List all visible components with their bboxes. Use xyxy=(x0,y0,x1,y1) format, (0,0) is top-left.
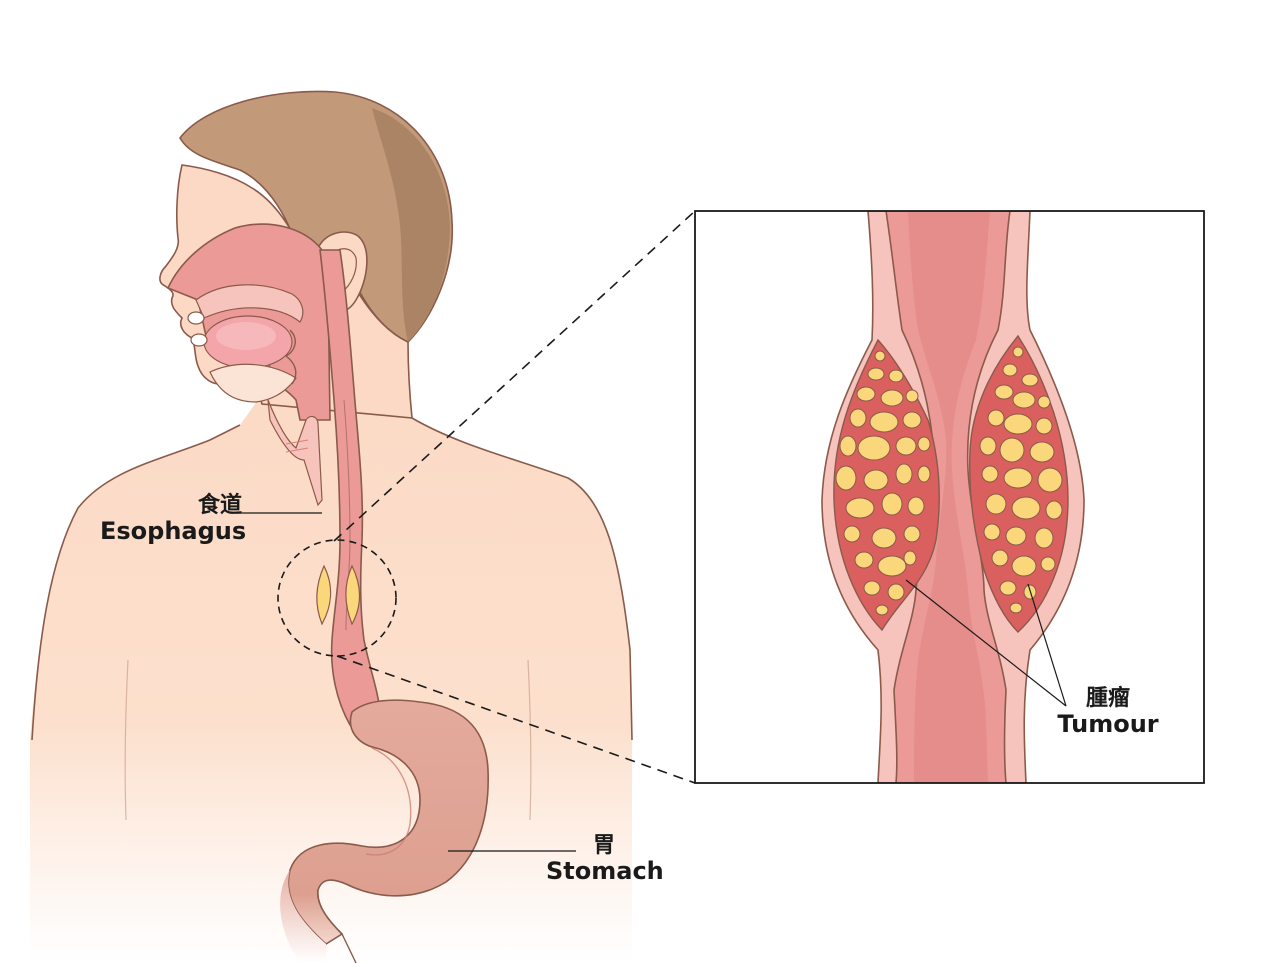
esophagus xyxy=(267,249,381,733)
nasal-oral-cavity xyxy=(166,223,331,421)
stomach-label-zh: 胃 xyxy=(592,833,615,858)
tumour-inset-panel xyxy=(694,210,1205,784)
tumour-label-zh: 腫瘤 xyxy=(1085,686,1130,711)
stomach-label-en: Stomach xyxy=(546,857,664,886)
zoom-indicator xyxy=(277,210,696,784)
tumour-label-en: Tumour xyxy=(1057,710,1159,739)
esophagus-label-zh: 食道 xyxy=(197,493,242,518)
tumour-label: 腫瘤 Tumour xyxy=(1052,686,1164,739)
stomach xyxy=(280,699,489,963)
esophagus-label: 食道 Esophagus xyxy=(100,493,247,546)
stomach-label: 胃 Stomach xyxy=(546,833,664,886)
leader-lines xyxy=(236,512,576,852)
esophagus-label-en: Esophagus xyxy=(100,517,247,546)
